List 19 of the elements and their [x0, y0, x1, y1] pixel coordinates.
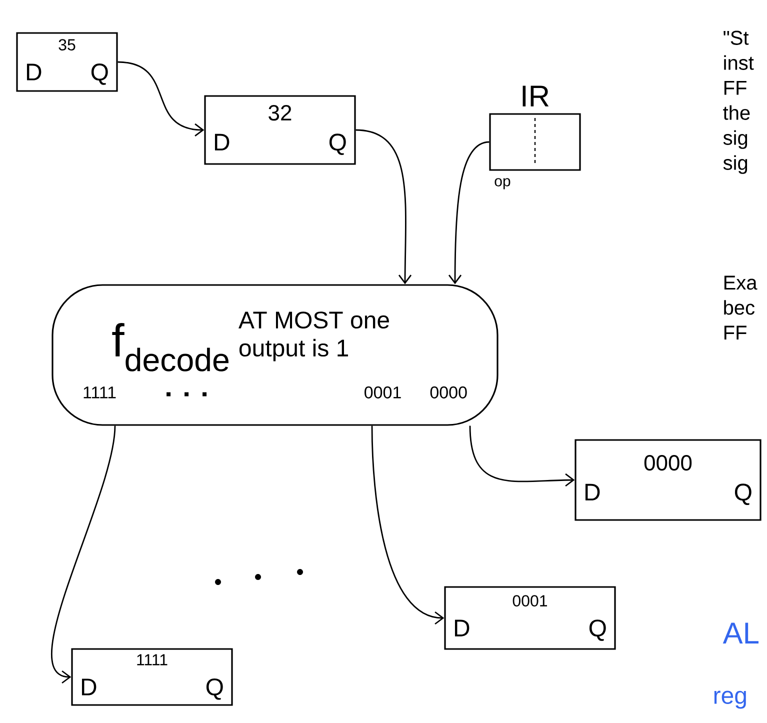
node-label: IR [522, 86, 549, 106]
note-text: "St inst FF the sig sig [723, 30, 754, 174]
register-box: IR [489, 86, 581, 171]
note-text: reg [714, 690, 746, 709]
arrow [469, 426, 575, 487]
flip-flop-box: 0000 D Q [574, 439, 762, 521]
flip-flop-box: 0001 D Q [444, 586, 616, 650]
arrow [356, 129, 412, 284]
field-label: op [494, 178, 510, 190]
flip-flop-box: 35 D Q [16, 32, 118, 92]
decoder-blob: f$_{decode}$ AT MOST one output is 1 1111 0001 0000 [52, 284, 498, 426]
note-text: AL [722, 622, 758, 644]
arrow [118, 61, 204, 137]
arrow [371, 426, 444, 625]
flip-flop-box: 32 D Q [204, 95, 356, 165]
arrow [51, 426, 116, 684]
note-text: Exa bec FF [724, 276, 758, 340]
flip-flop-box: 1111 D Q [71, 648, 233, 706]
arrow [448, 141, 490, 284]
